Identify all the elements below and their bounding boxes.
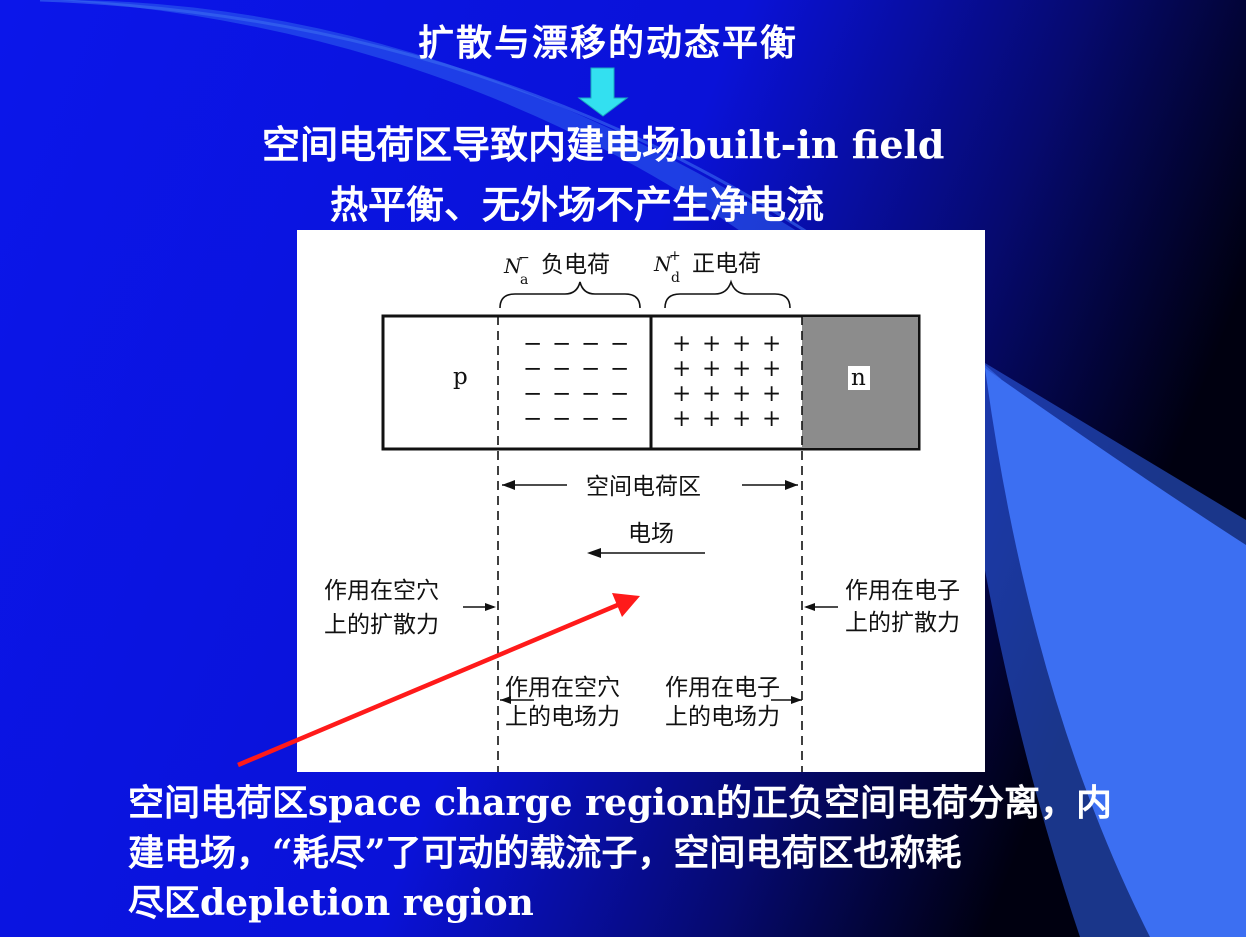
hole-diffusion-line1: 作用在空穴 [324,578,439,604]
nd-superscript: + [669,248,681,264]
electron-diffusion-line1: 作用在电子 [845,578,960,604]
explanation-line-2: 建电场，“耗尽”了可动的载流子，空间电荷区也称耗 [128,832,962,874]
negative-charge: − [581,406,600,432]
positive-charge: + [672,331,691,357]
electron-diffusion-line2: 上的扩散力 [845,610,960,636]
negative-charge: − [523,381,542,407]
positive-charge: + [762,381,781,407]
positive-charge: + [762,406,781,432]
hole-diffusion-arrowhead [485,603,496,611]
electron-field-line2: 上的电场力 [665,704,780,730]
negative-charge: − [581,331,600,357]
positive-charge: + [732,381,751,407]
na-brace [499,281,641,309]
explanation-line-3: 尽区depletion region [128,882,534,924]
negative-charge: − [523,356,542,382]
positive-charge: + [672,381,691,407]
pn-junction-figure: N − a 负电荷 N + d 正电荷 p n −−−−−−−−−−−−−−−−… [324,248,960,772]
positive-charge: + [732,331,751,357]
hole-field-line1: 作用在空穴 [505,675,620,701]
negative-charge: − [581,381,600,407]
negative-charge: − [610,381,629,407]
electron-diffusion-arrowhead [804,603,815,611]
electron-field-arrowhead [791,696,802,704]
pn-junction-diagram: N − a 负电荷 N + d 正电荷 p n −−−−−−−−−−−−−−−−… [297,230,985,772]
slide-title: 扩散与漂移的动态平衡 [417,22,798,64]
negative-charge: − [552,331,571,357]
negative-charges: −−−−−−−−−−−−−−−− [523,331,629,432]
positive-charge: + [732,356,751,382]
hole-field-line2: 上的电场力 [505,704,620,730]
positive-charges: ++++++++++++++++ [672,331,781,432]
na-subscript: a [520,272,528,288]
field-arrowhead [587,548,601,558]
na-label: 负电荷 [541,252,610,278]
negative-charge: − [610,331,629,357]
explanation-text: 空间电荷区space charge region的正负空间电荷分离，内 建电场，… [128,778,1168,928]
n-region-label: n [851,365,866,391]
na-superscript: − [518,250,530,266]
negative-charge: − [523,406,542,432]
negative-charge: − [610,406,629,432]
positive-charge: + [732,406,751,432]
nd-label: 正电荷 [692,251,761,277]
positive-charge: + [702,356,721,382]
negative-charge: − [610,356,629,382]
nd-brace [664,279,791,309]
n-label-box [848,366,870,390]
built-in-field-line: 空间电荷区导致内建电场built-in field [262,122,945,167]
scr-arrowhead-left [502,480,515,490]
electron-field-line1: 作用在电子 [665,675,780,701]
p-region-label: p [453,364,468,390]
field-label: 电场 [628,521,674,547]
negative-charge: − [581,356,600,382]
negative-charge: − [523,331,542,357]
negative-charge: − [552,381,571,407]
na-symbol: N [503,254,523,278]
negative-charge: − [552,406,571,432]
positive-charge: + [702,406,721,432]
positive-charge: + [672,406,691,432]
positive-charge: + [702,381,721,407]
nd-symbol: N [653,252,673,276]
positive-charge: + [702,331,721,357]
explanation-line-1: 空间电荷区space charge region的正负空间电荷分离，内 [128,782,1113,824]
scr-label: 空间电荷区 [586,474,701,500]
thermal-equilibrium-line: 热平衡、无外场不产生净电流 [330,182,825,227]
positive-charge: + [762,331,781,357]
scr-arrowhead-right [785,480,798,490]
negative-charge: − [552,356,571,382]
positive-charge: + [762,356,781,382]
positive-charge: + [672,356,691,382]
nd-subscript: d [671,270,680,286]
hole-diffusion-line2: 上的扩散力 [324,612,439,638]
